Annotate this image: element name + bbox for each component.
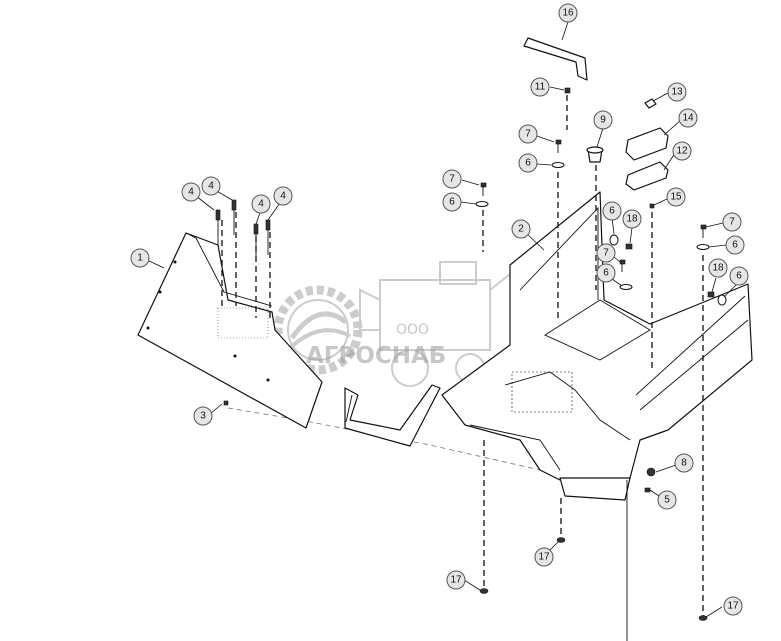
callout-3-label: 3 [200,411,206,422]
callout-4d-label: 4 [280,191,286,202]
callout-16: 16 [558,3,578,23]
callout-5: 5 [657,490,677,510]
callout-6a-label: 6 [449,197,455,208]
callout-1: 1 [130,248,150,268]
callout-13: 13 [667,82,687,102]
callout-18a: 18 [622,209,642,229]
callout-4c-label: 4 [258,199,264,210]
callout-18b: 18 [708,258,728,278]
callout-6d: 6 [602,201,622,221]
callout-6c-label: 6 [732,240,738,251]
callout-7d: 7 [596,243,616,263]
callout-14: 14 [678,108,698,128]
callout-17a: 17 [534,547,554,567]
callout-1-label: 1 [137,253,143,264]
callout-18a-label: 18 [626,214,638,225]
callout-6f-label: 6 [736,271,742,282]
callout-7b-label: 7 [525,129,531,140]
callout-5-label: 5 [664,495,670,506]
callout-17b-label: 17 [450,575,462,586]
latch-14 [625,127,669,161]
callout-4d: 4 [273,186,293,206]
callout-4b: 4 [201,176,221,196]
callout-14-label: 14 [682,113,694,124]
callout-6f: 6 [729,266,749,286]
callout-9-label: 9 [600,115,606,126]
callout-16-label: 16 [562,8,574,19]
top-bracket [523,37,588,81]
callout-3: 3 [193,406,213,426]
callout-7b: 7 [518,124,538,144]
callout-4a-label: 4 [188,187,194,198]
bushing [586,146,604,163]
callout-6c: 6 [725,235,745,255]
callout-7a: 7 [442,169,462,189]
floor-fender-assembly [441,191,753,641]
callout-11: 11 [530,77,550,97]
callout-7c-label: 7 [729,217,735,228]
callout-4b-label: 4 [208,181,214,192]
middle-bracket [344,384,441,447]
alignment-lines [221,95,704,616]
callout-12-label: 12 [676,146,688,157]
latch-12 [625,161,669,191]
callout-9: 9 [593,110,613,130]
callout-8-label: 8 [681,458,687,469]
callout-6b-label: 6 [525,158,531,169]
callout-6e: 6 [596,263,616,283]
callout-4a: 4 [181,182,201,202]
callout-18b-label: 18 [712,263,724,274]
callout-15-label: 15 [670,192,682,203]
callout-17b: 17 [446,570,466,590]
callout-8: 8 [674,453,694,473]
callout-15: 15 [666,187,686,207]
callout-17c-label: 17 [727,601,739,612]
callout-17a-label: 17 [538,552,550,563]
callout-17c: 17 [723,596,743,616]
callout-7c: 7 [722,212,742,232]
callout-2: 2 [511,219,531,239]
watermark-name: АГРОСНАБ [306,343,446,369]
callout-7d-label: 7 [603,248,609,259]
callout-6b: 6 [518,153,538,173]
callout-2-label: 2 [518,224,524,235]
callout-7a-label: 7 [449,174,455,185]
callout-6d-label: 6 [609,206,615,217]
callout-4c: 4 [251,194,271,214]
callout-6a: 6 [442,192,462,212]
left-side-panel [137,232,323,429]
leader-lines [146,21,739,618]
callout-11-label: 11 [535,82,546,93]
callout-13-label: 13 [671,87,683,98]
callout-6e-label: 6 [603,268,609,279]
callout-12: 12 [672,141,692,161]
watermark-prefix: ООО [396,322,429,338]
